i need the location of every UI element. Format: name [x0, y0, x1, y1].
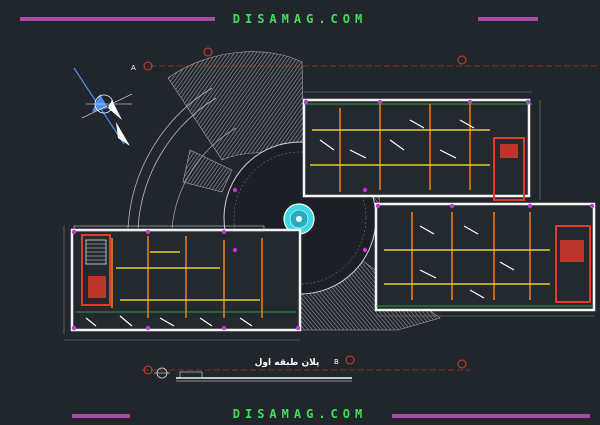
section-cut-lines [142, 65, 600, 371]
right-upper-furniture [319, 119, 475, 159]
left-wing [70, 225, 302, 332]
section-mark-a: A [131, 64, 136, 72]
top-watermark: DISAMAG.COM [232, 12, 368, 26]
left-furniture [85, 315, 253, 327]
fan-segment-top [167, 51, 305, 161]
left-partitions [111, 236, 263, 318]
section-marker-icon [143, 47, 467, 375]
bottom-right-rule [392, 414, 590, 418]
right-lower-core-fill [560, 240, 584, 262]
right-lower-partitions [411, 212, 531, 300]
bottom-left-rule [72, 414, 130, 418]
central-hall-inner [233, 151, 367, 285]
column-nodes [71, 99, 595, 331]
top-right-rule [478, 17, 538, 21]
section-mark-b: B [334, 358, 339, 366]
top-left-rule [20, 17, 215, 21]
north-arrow-icon [73, 67, 133, 146]
left-partitions-yellow [116, 251, 260, 301]
right-lower-core [555, 225, 591, 303]
right-upper-outline [302, 98, 531, 198]
right-upper-wing [302, 98, 532, 201]
arc-lines [127, 87, 237, 229]
left-wing-eave [73, 225, 265, 232]
bottom-watermark: DISAMAG.COM [232, 407, 368, 421]
stair-icon [85, 239, 107, 265]
right-lower-partitions-yellow [384, 249, 550, 285]
left-core [81, 234, 111, 306]
plan-title: پلان طبقه اول [254, 358, 320, 368]
outer-arc-2 [137, 97, 217, 229]
right-upper-partitions [339, 104, 471, 192]
outer-arc [127, 87, 213, 229]
right-upper-core [493, 137, 525, 201]
left-core-fill [88, 276, 106, 298]
right-lower-furniture [419, 225, 515, 299]
right-lower-wing [374, 202, 596, 312]
inner-arc [171, 127, 237, 229]
right-upper-core-fill [500, 144, 518, 158]
fan-segment-mid [182, 149, 233, 193]
right-upper-partitions-yellow [310, 129, 490, 166]
dimension-lines [63, 91, 594, 341]
plan-title-block [154, 367, 352, 382]
